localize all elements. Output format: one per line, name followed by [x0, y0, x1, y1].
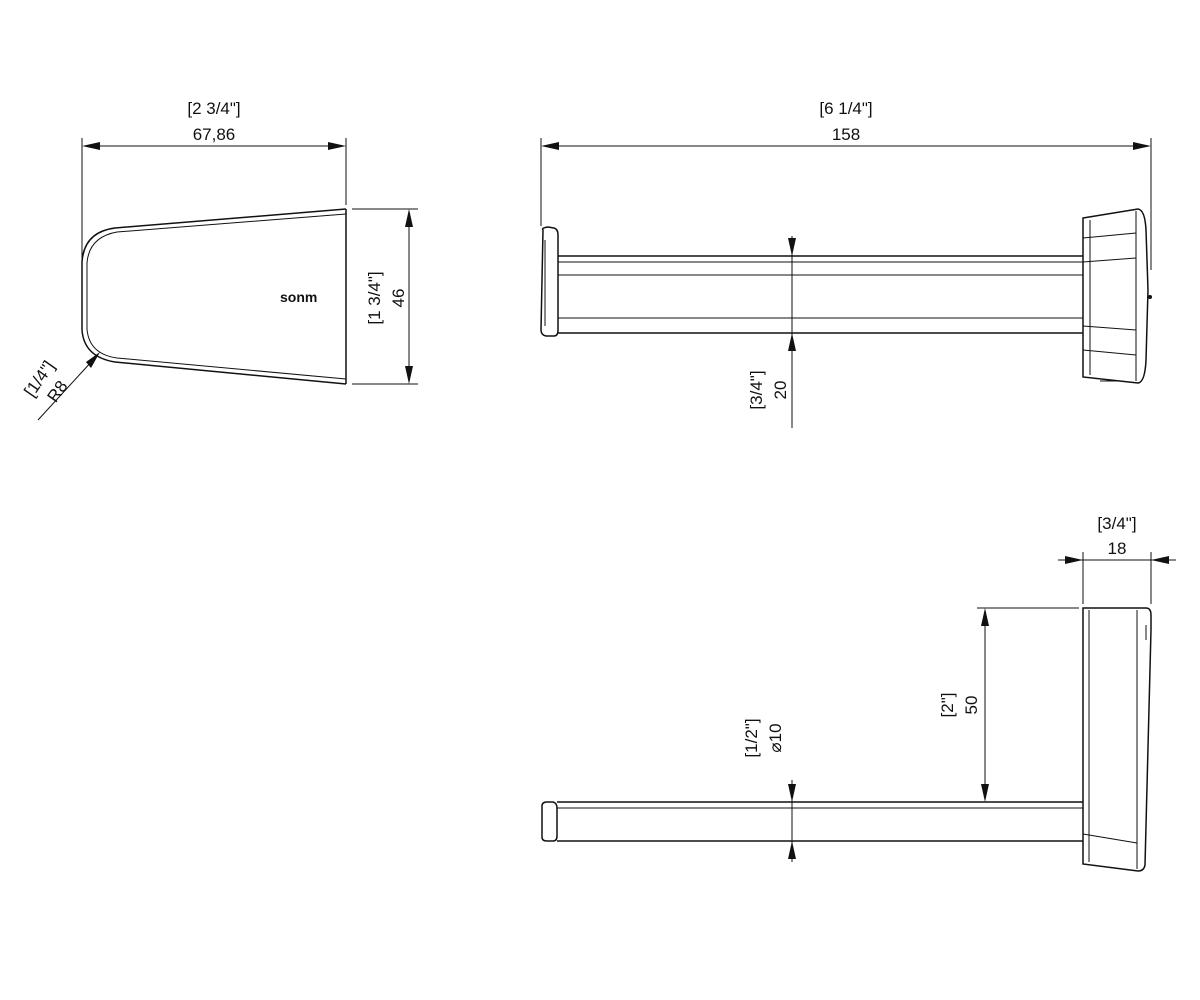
- base-line: [1082, 349, 1137, 356]
- side-bar-cap: [541, 801, 558, 842]
- base-line: [1082, 257, 1137, 263]
- height-imperial-label: [1 3/4"]: [365, 271, 384, 324]
- width-imperial-label: [2 3/4"]: [187, 99, 240, 118]
- arrow-head: [405, 366, 413, 384]
- length-metric-label: 158: [832, 125, 860, 144]
- width-metric-label: 67,86: [193, 125, 236, 144]
- front-view: [6 1/4"] 158 [3/4"] 20: [540, 99, 1152, 428]
- length-imperial-label: [6 1/4"]: [819, 99, 872, 118]
- top-view: sonm [2 3/4"] 67,86 [1 3/4"] 46 [1/4"] R…: [20, 99, 418, 421]
- arrow-head: [1151, 556, 1169, 564]
- arrow-head: [788, 333, 796, 351]
- depth-metric-label: 18: [1108, 539, 1127, 558]
- arrow-head: [82, 142, 100, 150]
- plate-inner-edge: [86, 213, 347, 380]
- arrow-head: [981, 608, 989, 626]
- side-wall-base: [1082, 607, 1152, 872]
- arrow-head: [788, 238, 796, 256]
- height-metric-label: 46: [389, 289, 408, 308]
- base-line: [1082, 325, 1137, 331]
- arrow-head: [788, 841, 796, 859]
- wall-base: [1082, 208, 1149, 384]
- offset-metric-label: 50: [962, 696, 981, 715]
- bar-metric-label: 20: [771, 381, 790, 400]
- arrow-head: [1065, 556, 1083, 564]
- arrow-head: [86, 352, 100, 368]
- arrow-head: [981, 784, 989, 802]
- side-view: [3/4"] 18 [2"] 50 [1/2"] ⌀10: [541, 514, 1176, 872]
- offset-imperial-label: [2"]: [938, 693, 957, 718]
- bar-end-cap: [540, 226, 559, 337]
- base-screw-mark: [1148, 295, 1152, 299]
- arrow-head: [1133, 142, 1151, 150]
- arrow-head: [541, 142, 559, 150]
- plate-outline: [81, 208, 347, 385]
- diameter-metric-label: ⌀10: [766, 723, 785, 752]
- diameter-imperial-label: [1/2"]: [742, 718, 761, 757]
- brand-logo: sonm: [280, 289, 317, 305]
- arrow-head: [405, 209, 413, 227]
- arrow-head: [328, 142, 346, 150]
- side-base-line: [1082, 833, 1138, 844]
- radius-leader-line: [37, 359, 94, 421]
- base-line: [1082, 232, 1137, 239]
- arrow-head: [788, 784, 796, 802]
- bar-imperial-label: [3/4"]: [747, 370, 766, 409]
- depth-imperial-label: [3/4"]: [1097, 514, 1136, 533]
